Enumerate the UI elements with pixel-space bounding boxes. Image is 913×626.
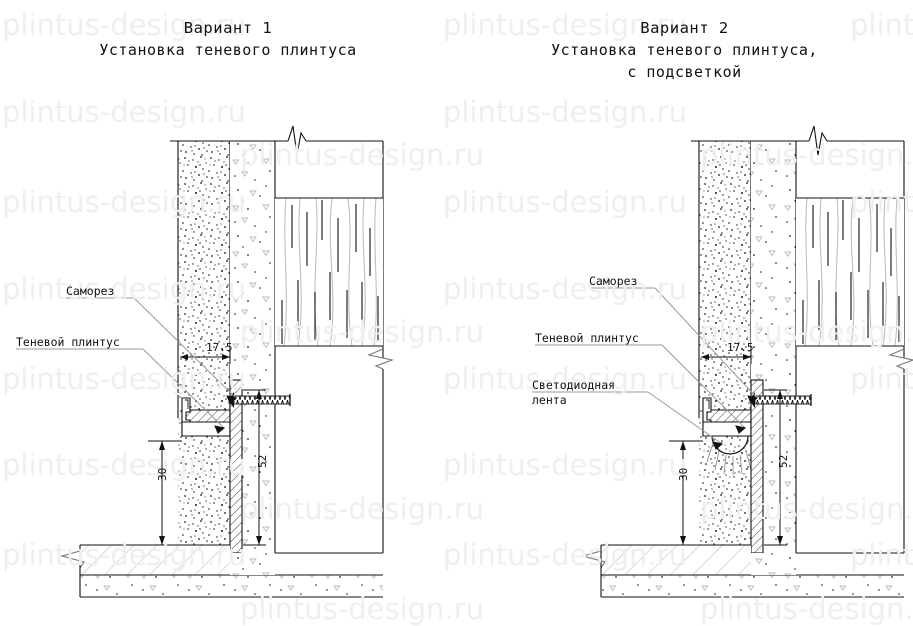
panel-1-title-line1: Вариант 1 [183,19,273,37]
panel-2-title-line1: Вариант 2 [640,19,729,37]
break-symbol-floor-2 [580,550,606,569]
dim-17-5-panel-1: 17.5 [206,341,233,354]
panel-2-title-line2: Установка теневого плинтуса, [551,41,818,59]
dimension-17-5-panel-1 [177,350,231,364]
panel-2-title: Вариант 2 Установка теневого плинтуса, с… [456,17,913,83]
label-plinth-panel-2: Теневой плинтус [535,331,639,345]
label-led-panel-2: Светодиодная [532,378,616,392]
wood-panel-2 [796,197,904,347]
label-screw-panel-2: Саморез [589,274,638,288]
dimension-17-5-panel-2 [698,350,752,364]
panel-1-title: Вариант 1 Установка теневого плинтуса [0,17,456,61]
mounting-rail-2 [750,379,764,554]
plaster-layer-2 [698,141,752,553]
leader-lines-2 [532,287,758,445]
ceiling-line-1 [170,125,383,156]
wood-panel-1 [275,197,383,347]
panel-2-title-line3: с подсветкой [627,63,742,81]
mounting-rail-1 [229,379,243,554]
dimension-30-panel-2 [601,440,703,546]
break-symbol-floor-1 [59,550,85,569]
label-plinth-panel-1: Теневой плинтус [16,335,120,349]
label-led-panel-2-line2: лента [532,393,567,407]
dim-17-5-panel-2: 17.5 [727,341,754,354]
dimension-52-panel-2 [764,389,787,546]
dimension-52-panel-1 [243,389,266,546]
dim-30-panel-1: 30 [156,467,169,481]
dim-52-panel-2: 52 [777,454,790,468]
dim-30-panel-2: 30 [677,467,690,481]
label-screw-panel-1: Саморез [66,284,115,298]
ceiling-line-2 [691,125,904,156]
floor-screed-1 [59,544,230,576]
break-symbol-right-2 [888,348,913,370]
dim-52-panel-1: 52 [256,454,269,468]
plaster-layer-1 [177,141,231,553]
panel-1-title-line2: Установка теневого плинтуса [99,41,357,59]
break-symbol-right-1 [367,348,394,370]
panel-2-section [532,125,913,598]
floor-screed-2 [580,544,751,576]
dimension-30-panel-1 [80,440,182,546]
leader-lines-1 [16,297,237,429]
panel-1-section [16,125,394,598]
